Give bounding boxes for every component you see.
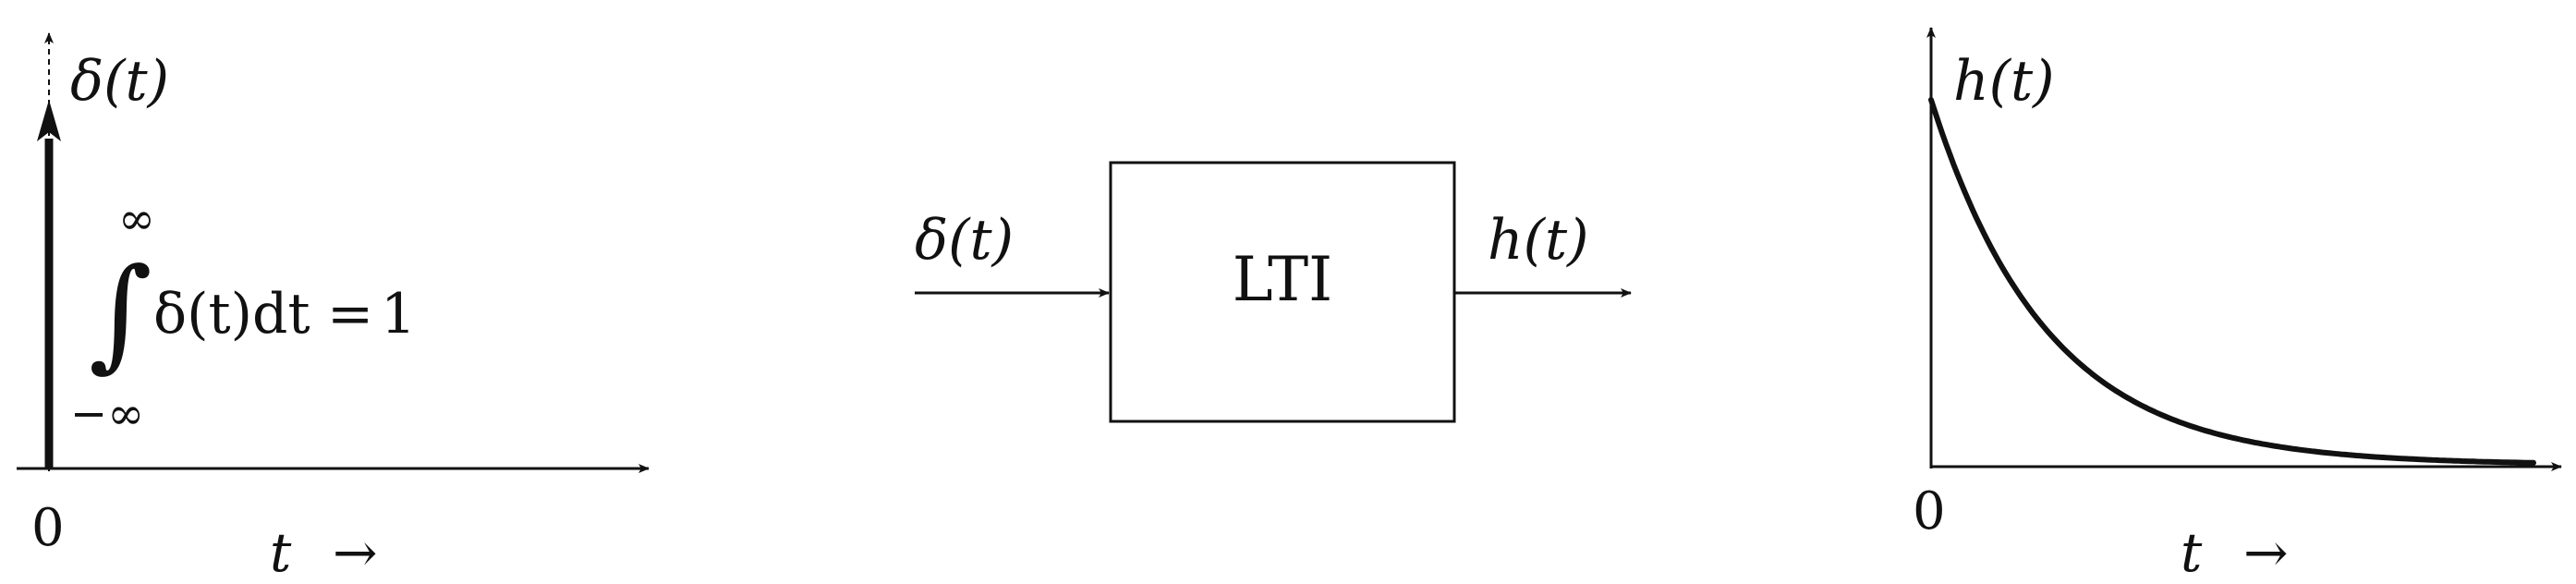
integral-result: 1 [381, 282, 416, 347]
integral-lower-limit: −∞ [70, 388, 144, 440]
lti-system-label: LTI [1233, 244, 1333, 315]
left-origin-label: 0 [31, 498, 65, 558]
integral-sign: ∫ [89, 242, 152, 384]
integral-equals: = [327, 282, 373, 347]
impulse-response-curve [1928, 97, 2536, 466]
input-signal-label: δ(t) [915, 208, 1014, 273]
right-plot: h(t) 0 t → [1913, 27, 2562, 584]
output-signal-label: h(t) [1488, 208, 1589, 273]
lti-block-diagram: δ(t) LTI h(t) [915, 161, 1632, 423]
integral-upper-limit: ∞ [118, 193, 155, 245]
right-signal-label: h(t) [1953, 49, 2055, 114]
right-origin-label: 0 [1913, 481, 1946, 541]
left-plot: δ(t) ∞ ∫ −∞ δ(t)dt = 1 0 t → [17, 32, 650, 584]
impulse-arrowhead [37, 100, 61, 141]
left-t-axis-arrow: → [333, 521, 378, 584]
right-t-axis-arrow: → [2243, 521, 2289, 584]
integral-integrand: δ(t)dt [153, 282, 310, 347]
left-signal-label: δ(t) [70, 49, 169, 114]
right-t-axis-label: t [2181, 521, 2203, 584]
left-t-axis-label: t [270, 521, 292, 584]
